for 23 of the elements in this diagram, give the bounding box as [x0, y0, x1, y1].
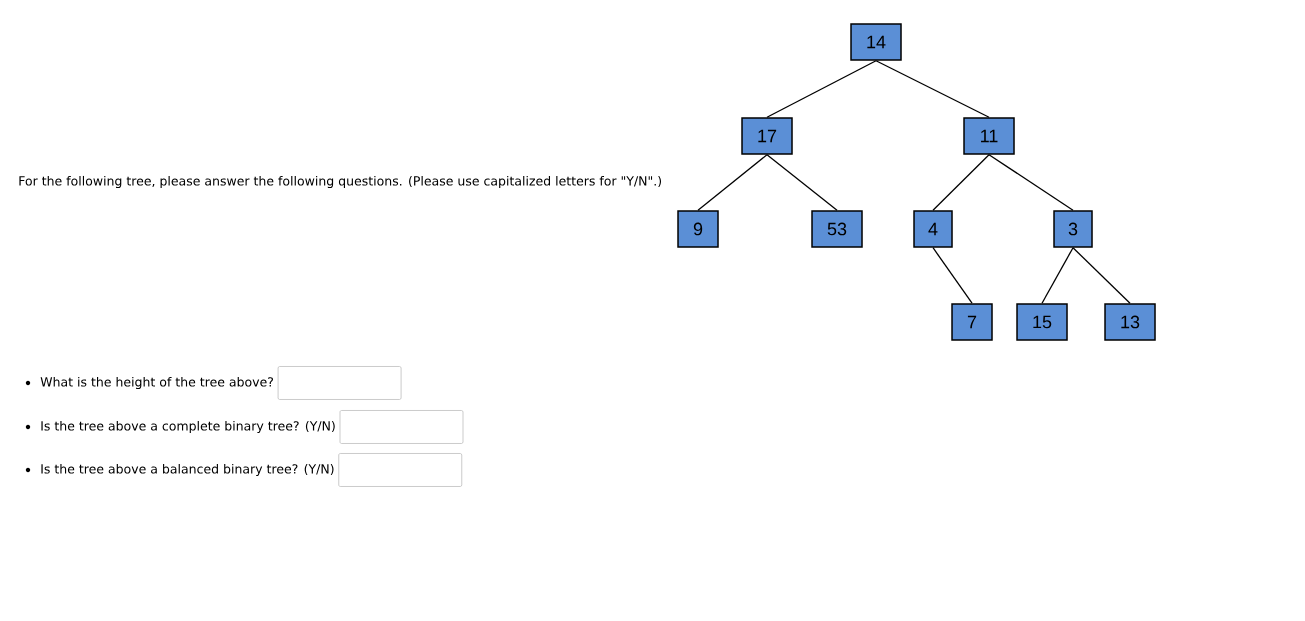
tree-node-box: 3: [1053, 210, 1093, 248]
tree-node-box: 7: [951, 303, 993, 341]
tree-edge: [766, 154, 838, 211]
tree-edge: [1072, 247, 1131, 304]
question-text: Is the tree above a complete binary tree? (Y/N): [41, 420, 335, 434]
tree-edge: [988, 154, 1074, 211]
tree-edge: [932, 247, 973, 304]
tree-node-box: 17: [741, 117, 793, 155]
tree-edge: [1041, 247, 1074, 304]
tree-node-box: 53: [811, 210, 863, 248]
tree-node-box: 13: [1104, 303, 1156, 341]
tree-node-box: 14: [850, 23, 902, 61]
tree-edge: [932, 154, 990, 211]
tree-edge: [875, 60, 990, 118]
tree-node-box: 15: [1016, 303, 1068, 341]
tree-edge: [697, 154, 768, 211]
tree-node-box: 9: [677, 210, 719, 248]
tree-node-box: 4: [913, 210, 953, 248]
instruction-text: For the following tree, please answer the following questions. (Please use capitalized letters for "Y/N".): [19, 175, 661, 189]
tree-node-box: 11: [963, 117, 1015, 155]
tree-edge: [766, 60, 877, 118]
question-text: What is the height of the tree above?: [40, 376, 273, 390]
question-text: Is the tree above a balanced binary tree? (Y/N): [41, 463, 334, 477]
